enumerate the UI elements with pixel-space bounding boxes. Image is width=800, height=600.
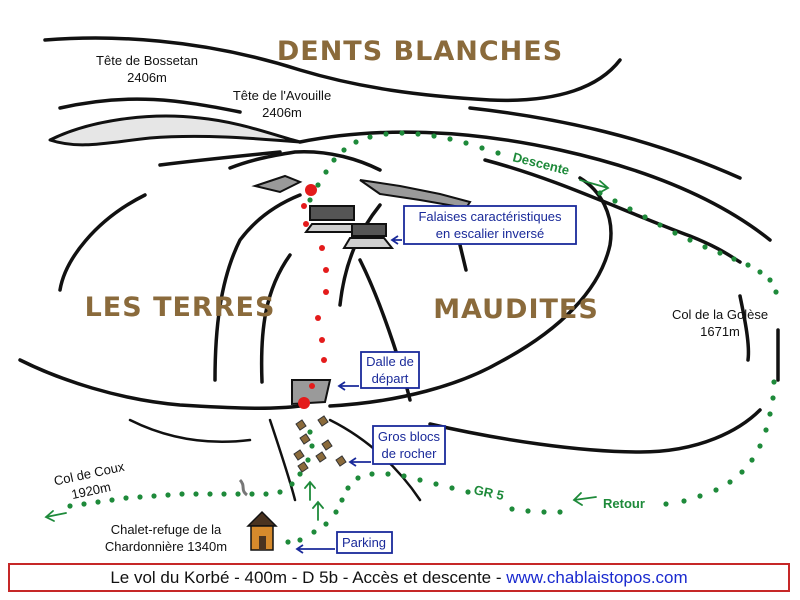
chalet-label-line1: Chalet-refuge de la: [111, 522, 222, 537]
col-de-coux-trail: [67, 429, 315, 509]
blocs-label-line1: Gros blocs: [378, 429, 441, 444]
chalet-hut-icon: [238, 478, 278, 551]
dalle-annotation: Dalle de départ: [337, 351, 420, 391]
return-trail: [285, 379, 777, 545]
parking-label: Parking: [342, 535, 386, 550]
peak-bossetan-altitude: 2406m: [127, 70, 167, 85]
retour-label: Retour: [603, 496, 645, 511]
rock-bands: [251, 174, 472, 406]
climbing-route: [298, 184, 329, 409]
descent-trail: [307, 130, 779, 295]
blocs-annotation: Gros blocs de rocher: [348, 425, 446, 467]
col-golese-name: Col de la Golèse: [672, 307, 768, 322]
dalle-label-line2: départ: [372, 371, 409, 386]
footer-text: Le vol du Korbé - 400m - D 5b - Accès et…: [110, 568, 507, 587]
chalet-label-line2: Chardonnière 1340m: [105, 539, 227, 554]
descente-label: Descente: [511, 149, 571, 178]
les-terres-label: LES TERRES: [85, 292, 276, 323]
boulders: [293, 415, 347, 473]
falaises-annotation: Falaises caractéristiques en escalier in…: [390, 205, 577, 245]
falaises-label-line2: en escalier inversé: [436, 226, 544, 241]
parking-annotation: Parking: [295, 531, 393, 554]
blocs-label-line2: de rocher: [382, 446, 438, 461]
falaises-label-line1: Falaises caractéristiques: [418, 209, 562, 224]
trail-arrows: [44, 179, 610, 522]
dents-blanches-label: DENTS BLANCHES: [277, 36, 563, 67]
peak-avouille-altitude: 2406m: [262, 105, 302, 120]
dalle-label-line1: Dalle de: [366, 354, 414, 369]
stepped-cliffs: [304, 205, 395, 249]
peak-avouille-name: Tête de l'Avouille: [233, 88, 331, 103]
col-golese-altitude: 1671m: [700, 324, 740, 339]
gr5-label: GR 5: [473, 482, 506, 503]
peak-bossetan-name: Tête de Bossetan: [96, 53, 198, 68]
footer-banner: Le vol du Korbé - 400m - D 5b - Accès et…: [8, 563, 790, 592]
footer-website-link[interactable]: www.chablaistopos.com: [506, 568, 688, 587]
maudites-label: MAUDITES: [433, 294, 599, 325]
